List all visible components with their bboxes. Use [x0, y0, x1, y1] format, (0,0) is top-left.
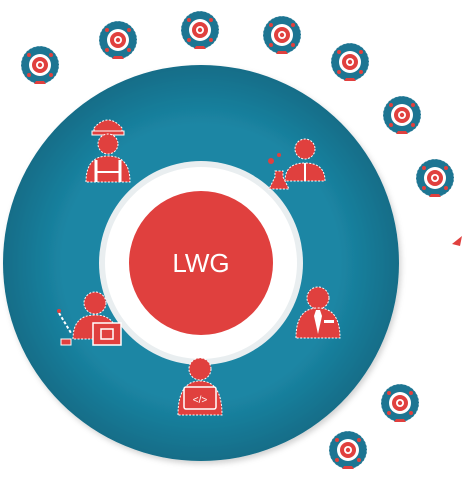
arrow-icon	[452, 236, 462, 246]
construction-worker-icon	[85, 119, 131, 183]
target-badge-icon	[330, 42, 370, 82]
scientist-icon	[268, 138, 326, 190]
target-badge-icon	[415, 158, 455, 198]
target-badge-icon	[20, 45, 60, 85]
target-badge-icon	[328, 430, 368, 470]
center-circle	[129, 191, 273, 335]
developer-icon: </>	[177, 357, 223, 416]
target-badge-icon	[380, 383, 420, 423]
target-badge-icon	[180, 10, 220, 50]
svg-text:</>: </>	[193, 395, 208, 406]
center-node: LWG	[129, 191, 273, 335]
teacher-icon	[57, 291, 122, 346]
target-badge-icon	[382, 95, 422, 135]
target-badge-icon	[98, 20, 138, 60]
center-label: LWG	[172, 248, 229, 278]
businessman-icon	[295, 286, 341, 339]
target-badge-icon	[262, 15, 302, 55]
